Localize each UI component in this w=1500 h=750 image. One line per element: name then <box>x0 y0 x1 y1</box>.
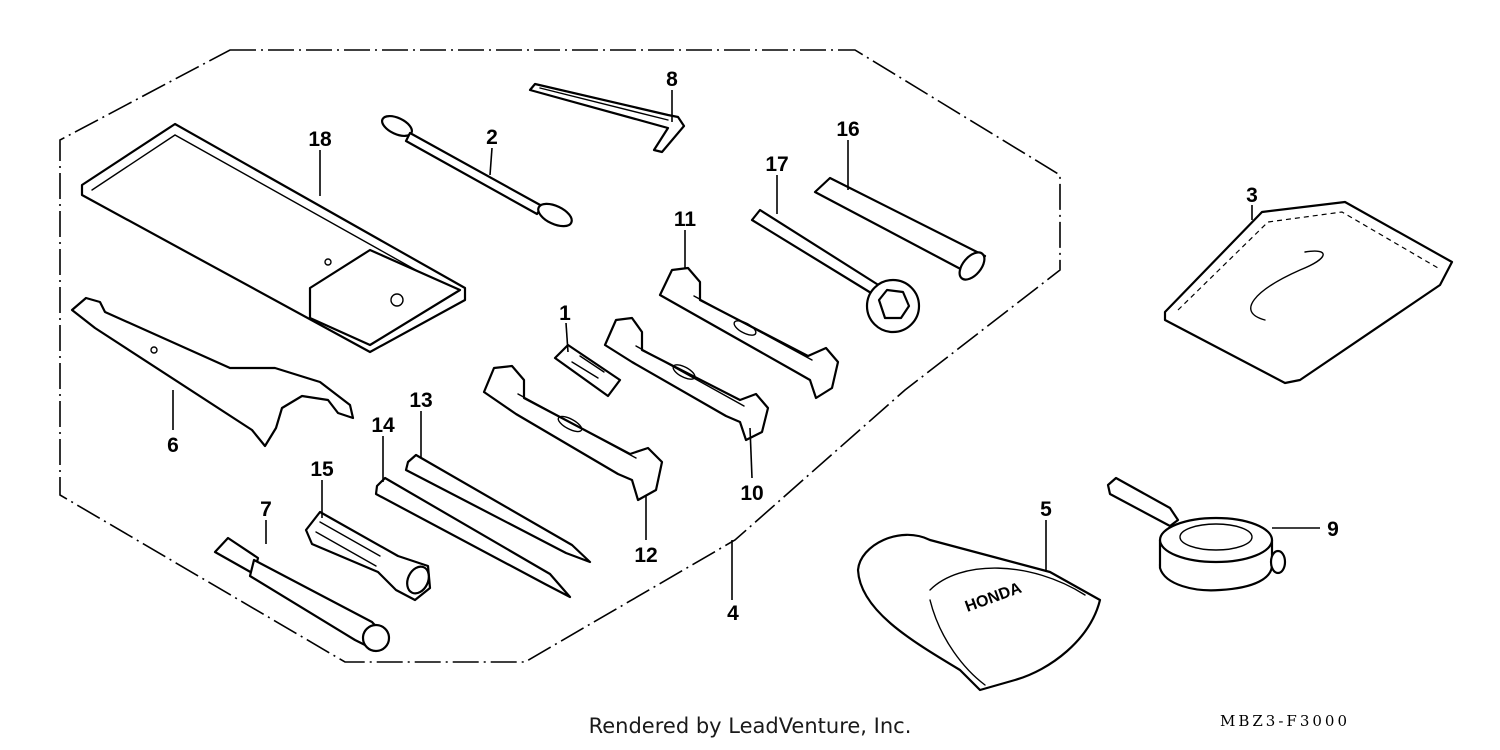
callout-16: 16 <box>836 118 859 141</box>
part-10-wrench-8x12[interactable] <box>603 316 770 442</box>
callout-5: 5 <box>1040 498 1052 521</box>
part-6-pin-spanner[interactable] <box>70 296 355 448</box>
part-7-extension-bar[interactable] <box>213 536 391 653</box>
part-17-box-wrench[interactable] <box>750 208 921 334</box>
part-8-hex-key[interactable] <box>528 82 686 154</box>
part-12-wrench-14x17[interactable] <box>482 364 664 502</box>
callout-3: 3 <box>1246 184 1258 207</box>
callout-7: 7 <box>260 498 272 521</box>
callout-18: 18 <box>308 128 332 151</box>
part-13-screwdriver[interactable] <box>404 453 592 564</box>
part-9-pressure-gauge[interactable] <box>1106 476 1287 592</box>
part-2-pin-wrench[interactable] <box>379 112 575 231</box>
callout-6: 6 <box>167 434 179 457</box>
leader-lines <box>172 90 1320 600</box>
drawing-code: MBZ3-F3000 <box>1220 712 1350 730</box>
render-credit: Rendered by LeadVenture, Inc. <box>588 714 912 738</box>
callout-15: 15 <box>310 458 334 481</box>
callout-17: 17 <box>765 153 788 176</box>
part-5-pouch[interactable]: HONDA <box>856 533 1102 692</box>
part-11-wrench-10x12[interactable] <box>658 266 840 400</box>
callout-9: 9 <box>1327 518 1339 541</box>
callout-13: 13 <box>409 389 432 412</box>
callout-10: 10 <box>740 482 763 505</box>
tool-kit-boundary <box>59 49 1061 663</box>
callout-2: 2 <box>486 126 498 149</box>
part-3-manual-bag[interactable] <box>1163 200 1454 385</box>
callout-labels: 1 2 3 4 5 6 7 8 9 10 11 12 13 14 15 16 1… <box>167 68 1339 625</box>
callout-14: 14 <box>371 414 395 437</box>
part-15-screwdriver-grip[interactable] <box>304 510 433 602</box>
part-14-screwdriver[interactable] <box>374 476 572 599</box>
callout-1: 1 <box>559 302 571 325</box>
part-1-fuse-puller[interactable] <box>553 343 622 398</box>
callout-11: 11 <box>674 208 697 231</box>
callout-12: 12 <box>634 544 657 567</box>
part-18-tool-bag[interactable] <box>80 122 467 354</box>
callout-4: 4 <box>727 602 739 625</box>
part-16-handle[interactable] <box>813 176 989 284</box>
callout-8: 8 <box>666 68 678 91</box>
